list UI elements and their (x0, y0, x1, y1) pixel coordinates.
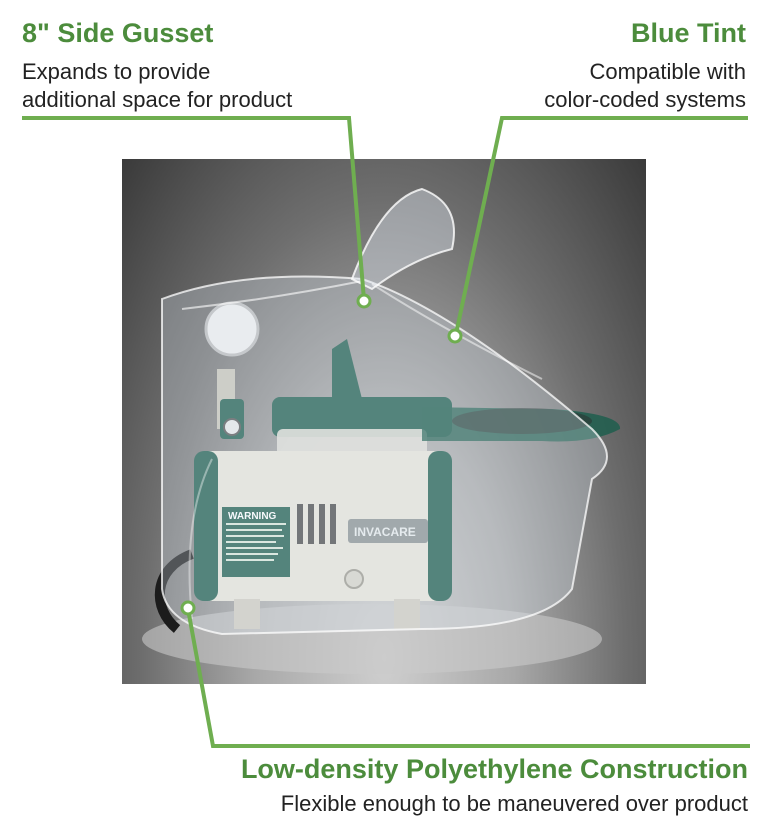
tint-description-line-1: Compatible with (589, 59, 746, 84)
gusset-heading: 8" Side Gusset (22, 18, 214, 48)
product-photo: WARNING INVACARE (122, 159, 646, 684)
material-heading: Low-density Polyethylene Construction (240, 754, 748, 784)
gusset-underline (22, 116, 344, 120)
gusset-description-line-2: additional space for product (22, 87, 293, 112)
tint-underline (504, 116, 748, 120)
tint-description-line-2: color-coded systems (544, 87, 746, 112)
material-description: Flexible enough to be maneuvered over pr… (280, 791, 748, 816)
brand-name-text: INVACARE (354, 525, 416, 539)
tint-heading: Blue Tint (630, 18, 746, 48)
warning-label-text: WARNING (228, 511, 277, 522)
suction-pump-in-bag-illustration: WARNING INVACARE (142, 187, 621, 674)
gusset-description-line-1: Expands to provide (22, 59, 211, 84)
